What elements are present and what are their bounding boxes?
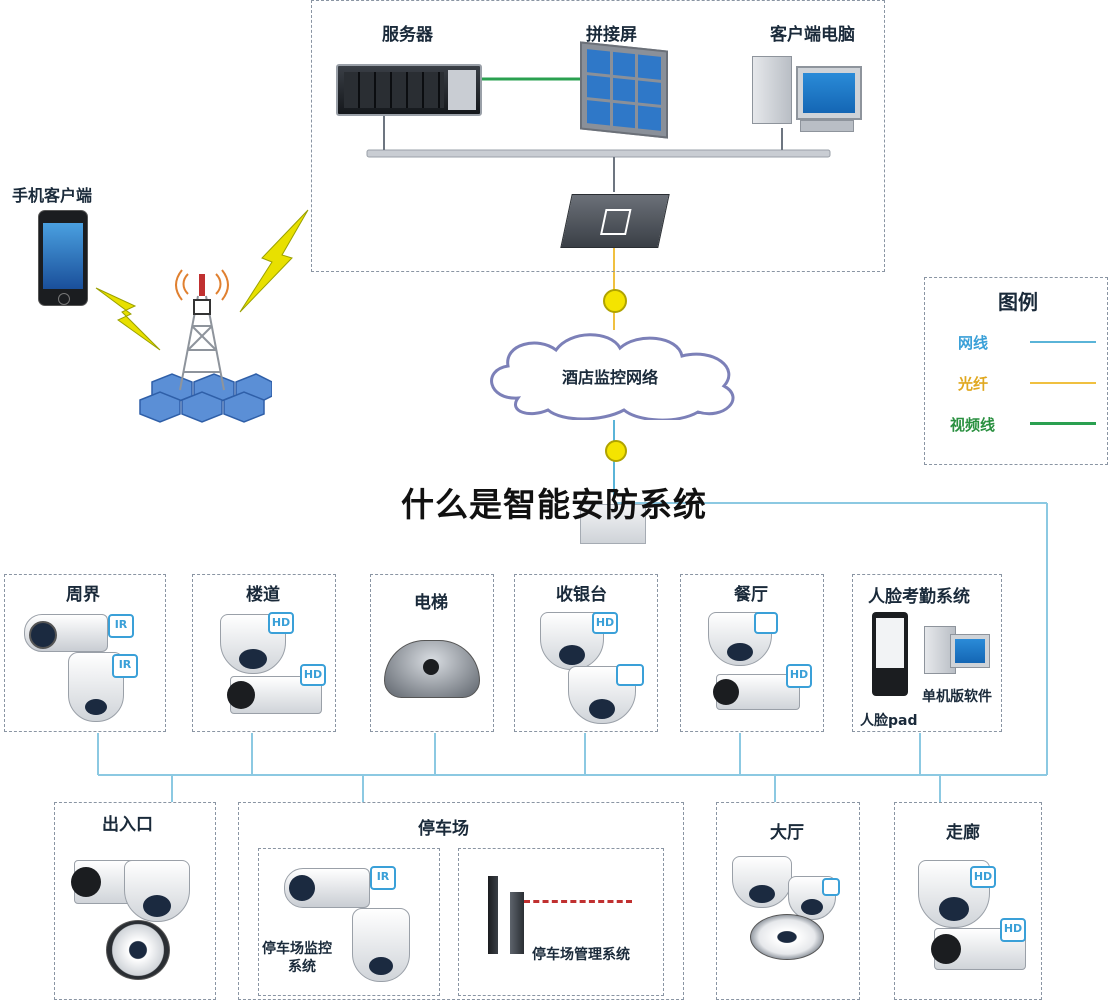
desktop-monitor-icon — [950, 634, 990, 668]
parking-barrier-icon — [510, 892, 524, 954]
legend-item-label: 网线 — [958, 334, 989, 352]
parking-barrier-arm — [524, 900, 632, 903]
zone-label: 收银台 — [556, 585, 607, 605]
small-badge — [822, 878, 840, 896]
dome-camera-icon — [732, 856, 792, 908]
zone-label: 楼道 — [246, 585, 280, 605]
zone-corridor — [192, 574, 336, 732]
parking-monitor-frame — [258, 848, 440, 996]
legend-item-label: 光纤 — [958, 375, 989, 393]
zone-label: 出入口 — [102, 815, 153, 835]
ir-badge: IR — [108, 614, 134, 638]
parking-monitor-label: 系统 — [288, 959, 316, 975]
wireless-bolt-right — [239, 209, 309, 313]
zone-restaurant — [680, 574, 824, 732]
zone-label: 餐厅 — [734, 585, 768, 605]
ptz-camera-icon — [352, 908, 410, 982]
zone-label: 人脸考勤系统 — [868, 587, 970, 607]
zone-hallway — [894, 802, 1042, 1000]
hd-badge: HD — [300, 664, 326, 686]
zone-lobby — [716, 802, 860, 1000]
legend-swatch-network — [1030, 341, 1096, 343]
parking-monitor-label: 停车场监控 — [262, 941, 332, 957]
mobile-client-label: 手机客户端 — [12, 186, 93, 205]
wireless-tower-icon — [132, 260, 272, 430]
zone-label: 走廊 — [946, 823, 980, 843]
zone-label: 电梯 — [414, 593, 448, 613]
video-wall-device — [580, 41, 668, 139]
standalone-software-label: 单机版软件 — [922, 689, 992, 705]
ir-badge: IR — [112, 654, 138, 678]
audio-badge — [616, 664, 644, 686]
control-center-frame — [311, 0, 885, 272]
dome-camera-icon — [124, 860, 190, 922]
client-pc-monitor — [796, 66, 862, 120]
hd-badge: HD — [970, 866, 996, 888]
server-label: 服务器 — [382, 25, 433, 45]
face-pad-label: 人脸pad — [860, 713, 918, 729]
server-device — [336, 64, 482, 116]
elevator-camera-icon — [384, 640, 480, 698]
zone-perimeter — [4, 574, 166, 732]
hd-badge: HD — [786, 664, 812, 688]
parking-gate-post-icon — [488, 876, 498, 954]
top-bus-bar — [366, 149, 831, 158]
wifi-badge — [754, 612, 778, 634]
legend-swatch-fiber — [1030, 382, 1096, 384]
hd-badge: HD — [1000, 918, 1026, 942]
legend-title: 图例 — [998, 290, 1038, 314]
hd-badge: HD — [268, 612, 294, 634]
video-wall-label: 拼接屏 — [586, 25, 637, 45]
mobile-phone-icon — [38, 210, 88, 306]
bullet-camera-icon — [24, 614, 108, 652]
ir-badge: IR — [370, 866, 396, 890]
fiber-connector-icon — [603, 289, 627, 313]
zone-parking — [238, 802, 684, 1000]
client-pc-tower — [752, 56, 792, 124]
zone-elevator — [370, 574, 494, 732]
bullet-camera-icon — [284, 868, 370, 908]
network-cloud-label: 酒店监控网络 — [562, 368, 659, 387]
page-title: 什么是智能安防系统 — [401, 485, 707, 524]
zone-label: 大厅 — [770, 823, 804, 843]
wireless-bolt-left — [95, 287, 161, 351]
parking-management-frame — [458, 848, 664, 996]
access-switch — [580, 504, 646, 544]
fiber-connector-icon — [605, 440, 627, 462]
fisheye-camera-icon — [750, 914, 824, 960]
box-camera-icon — [931, 928, 1026, 970]
zone-label: 停车场 — [418, 819, 469, 839]
zone-face-attendance — [852, 574, 1002, 732]
zone-label: 周界 — [66, 585, 100, 605]
hd-badge: HD — [592, 612, 618, 634]
legend-item-label: 视频线 — [950, 416, 996, 434]
client-pc-label: 客户端电脑 — [770, 25, 855, 45]
zone-entrance — [54, 802, 216, 1000]
core-switch — [560, 194, 670, 248]
parking-management-label: 停车场管理系统 — [532, 947, 630, 963]
fisheye-camera-icon — [106, 920, 170, 980]
zone-cashier — [514, 574, 658, 732]
face-pad-icon — [872, 612, 908, 696]
legend-swatch-video — [1030, 422, 1096, 425]
network-cloud: 酒店监控网络 — [478, 328, 754, 420]
